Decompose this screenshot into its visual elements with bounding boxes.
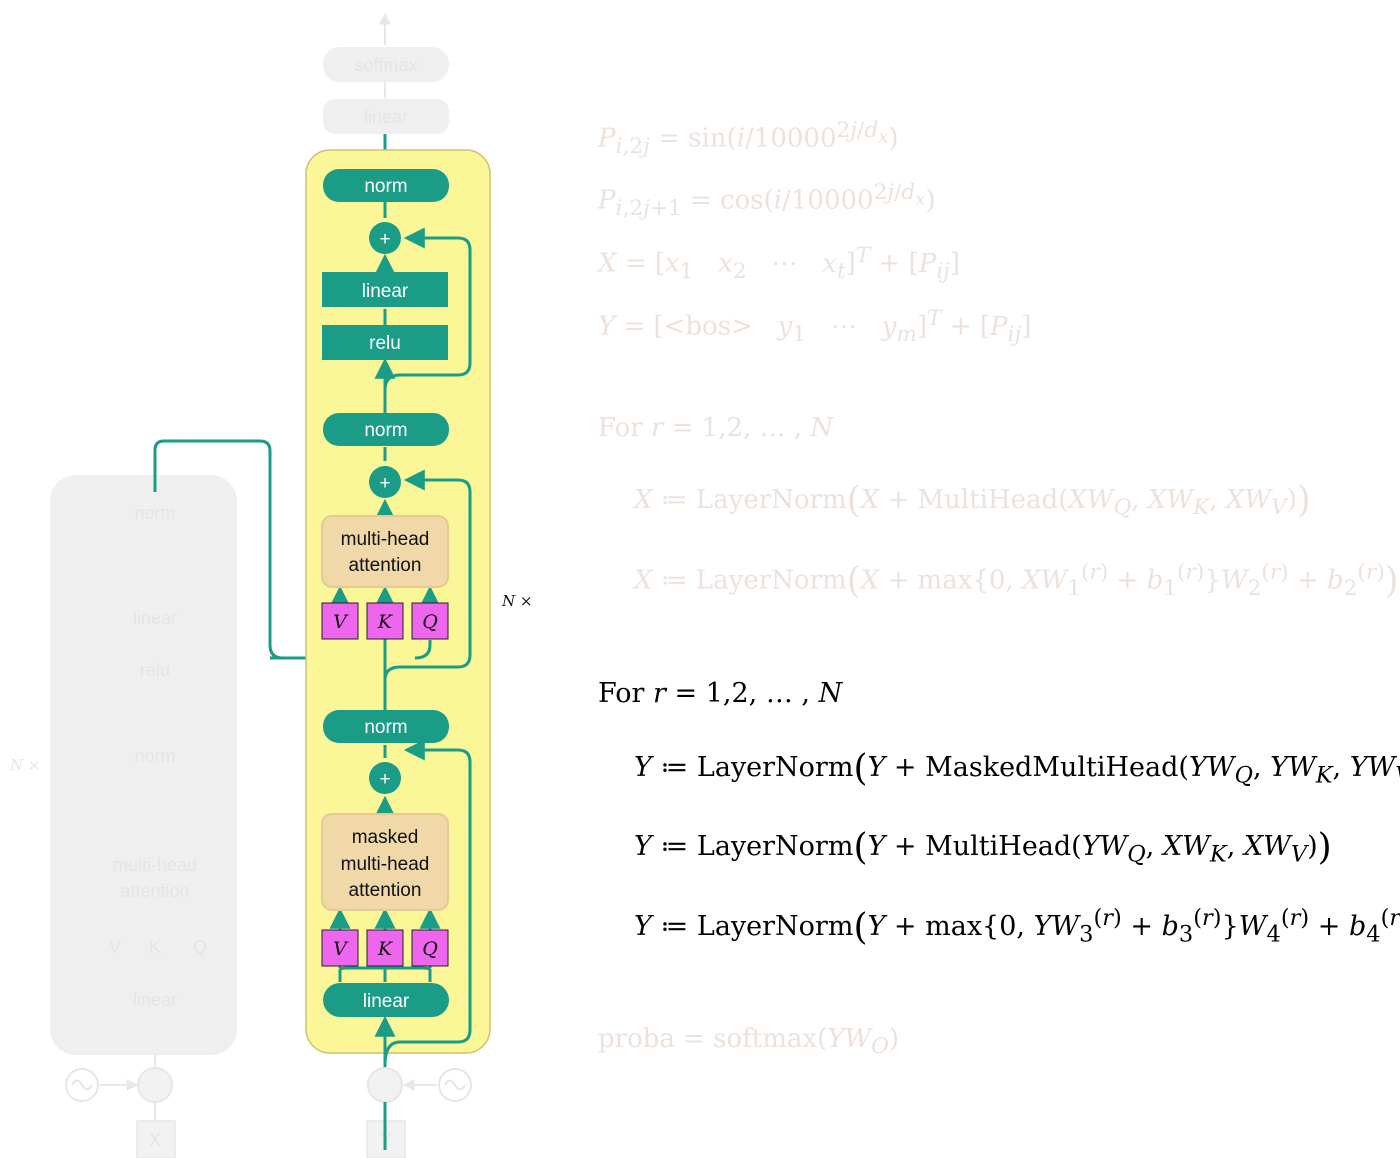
eq-x-embedding: X = [x1 x2 ⋯ xt]T + [Pij] <box>598 243 961 284</box>
decoder-ffn-relu-label: relu <box>369 333 401 354</box>
encoder-norm-mid: norm <box>134 746 175 766</box>
decoder-self-v <box>321 929 359 967</box>
decoder-masked-attention-line3: attention <box>349 880 422 901</box>
eq-positional-sin: Pi,2j = sin(i/100002j/dx) <box>598 118 899 159</box>
decoder-input-linear-label: linear <box>363 991 410 1012</box>
eq-decoder-loop-header: For r = 1,2, … , N <box>598 678 843 709</box>
decoder-top-linear: linear <box>364 107 408 127</box>
decoder-cross-attention-line1: multi-head <box>341 529 430 550</box>
decoder-masked-attention-line2: multi-head <box>341 854 430 875</box>
encoder-input-box <box>136 1120 176 1158</box>
decoder-self-k-label: K <box>377 938 394 960</box>
decoder-cross-attention-line2: attention <box>349 555 422 576</box>
decoder-masked-attention-line1: masked <box>352 827 419 848</box>
eq-encoder-ffn: X ≔ LayerNorm(X + max{0, XW1(r) + b1(r)}… <box>634 560 1399 602</box>
eq-y-embedding: Y = [<bos> y1 ⋯ ym]T + [Pij] <box>598 306 1032 347</box>
decoder-self-k <box>366 929 404 967</box>
decoder-norm-top <box>323 169 449 202</box>
encoder-q: Q <box>193 937 207 957</box>
encoder-input-label: X <box>149 1130 161 1150</box>
decoder-input-linear <box>323 983 449 1017</box>
encoder-v: V <box>109 937 121 957</box>
decoder-positional-wave-icon <box>438 1068 472 1102</box>
encoder-plus-node <box>137 1067 173 1103</box>
encoder-positional-wave-icon <box>65 1068 99 1102</box>
decoder-masked-attention <box>321 813 449 911</box>
decoder-cross-v-label: V <box>333 611 349 633</box>
decoder-cross-add-node <box>369 466 401 498</box>
decoder-cross-q <box>411 602 449 640</box>
decoder-self-v-label: V <box>333 938 349 960</box>
eq-output-proba: proba = softmax(YWO) <box>598 1024 900 1060</box>
encoder-attention-line1: multi-head <box>113 855 197 875</box>
decoder-ffn-add-label: + <box>379 229 390 250</box>
decoder-norm-bottom <box>323 710 449 743</box>
eq-decoder-cross-attention: Y ≔ LayerNorm(Y + MultiHead(YWQ, XWK, XW… <box>634 827 1332 868</box>
eq-encoder-loop-header: For r = 1,2, … , N <box>598 413 834 443</box>
encoder-attention-line2: attention <box>120 881 189 901</box>
decoder-norm-mid <box>323 413 449 446</box>
decoder-norm-top-label: norm <box>364 176 407 197</box>
decoder-ffn-add-node <box>369 222 401 254</box>
decoder-ffn-linear <box>322 272 448 307</box>
encoder-norm-top: norm <box>134 503 175 523</box>
decoder-output-head: softmax linear <box>323 12 449 134</box>
decoder-self-add-label: + <box>379 769 390 790</box>
decoder-cross-q-label: Q <box>422 611 438 633</box>
encoder-block: norm linear relu norm multi-head attenti… <box>50 475 237 1158</box>
encoder-n-label: N × <box>10 756 41 774</box>
encoder-k: K <box>149 937 161 957</box>
decoder-input-area: Y <box>366 1067 472 1158</box>
decoder-cross-attention <box>321 515 449 588</box>
decoder-ffn-linear-label: linear <box>362 281 409 302</box>
encoder-relu: relu <box>140 660 170 680</box>
decoder-softmax: softmax <box>354 55 417 75</box>
decoder-n-label: N × <box>502 592 533 610</box>
eq-positional-cos: Pi,2j+1 = cos(i/100002j/dx) <box>598 180 936 221</box>
decoder-ffn-relu <box>322 325 448 360</box>
decoder-norm-bottom-label: norm <box>364 717 407 738</box>
decoder-cross-v <box>321 602 359 640</box>
decoder-self-q-label: Q <box>422 938 438 960</box>
decoder-cross-k-label: K <box>377 611 394 633</box>
decoder-norm-mid-label: norm <box>364 420 407 441</box>
encoder-input-linear: linear <box>133 990 177 1010</box>
decoder-self-add-node <box>369 762 401 794</box>
decoder-self-q <box>411 929 449 967</box>
decoder-cross-k <box>366 602 404 640</box>
decoder-plus-node <box>367 1067 403 1103</box>
decoder-cross-add-label: + <box>379 473 390 494</box>
eq-decoder-masked-attention: Y ≔ LayerNorm(Y + MaskedMultiHead(YWQ, Y… <box>634 748 1400 789</box>
encoder-linear: linear <box>133 608 177 628</box>
eq-decoder-ffn: Y ≔ LayerNorm(Y + max{0, YW3(r) + b3(r)}… <box>634 905 1400 948</box>
eq-encoder-attention: X ≔ LayerNorm(X + MultiHead(XWQ, XWK, XW… <box>634 480 1311 521</box>
